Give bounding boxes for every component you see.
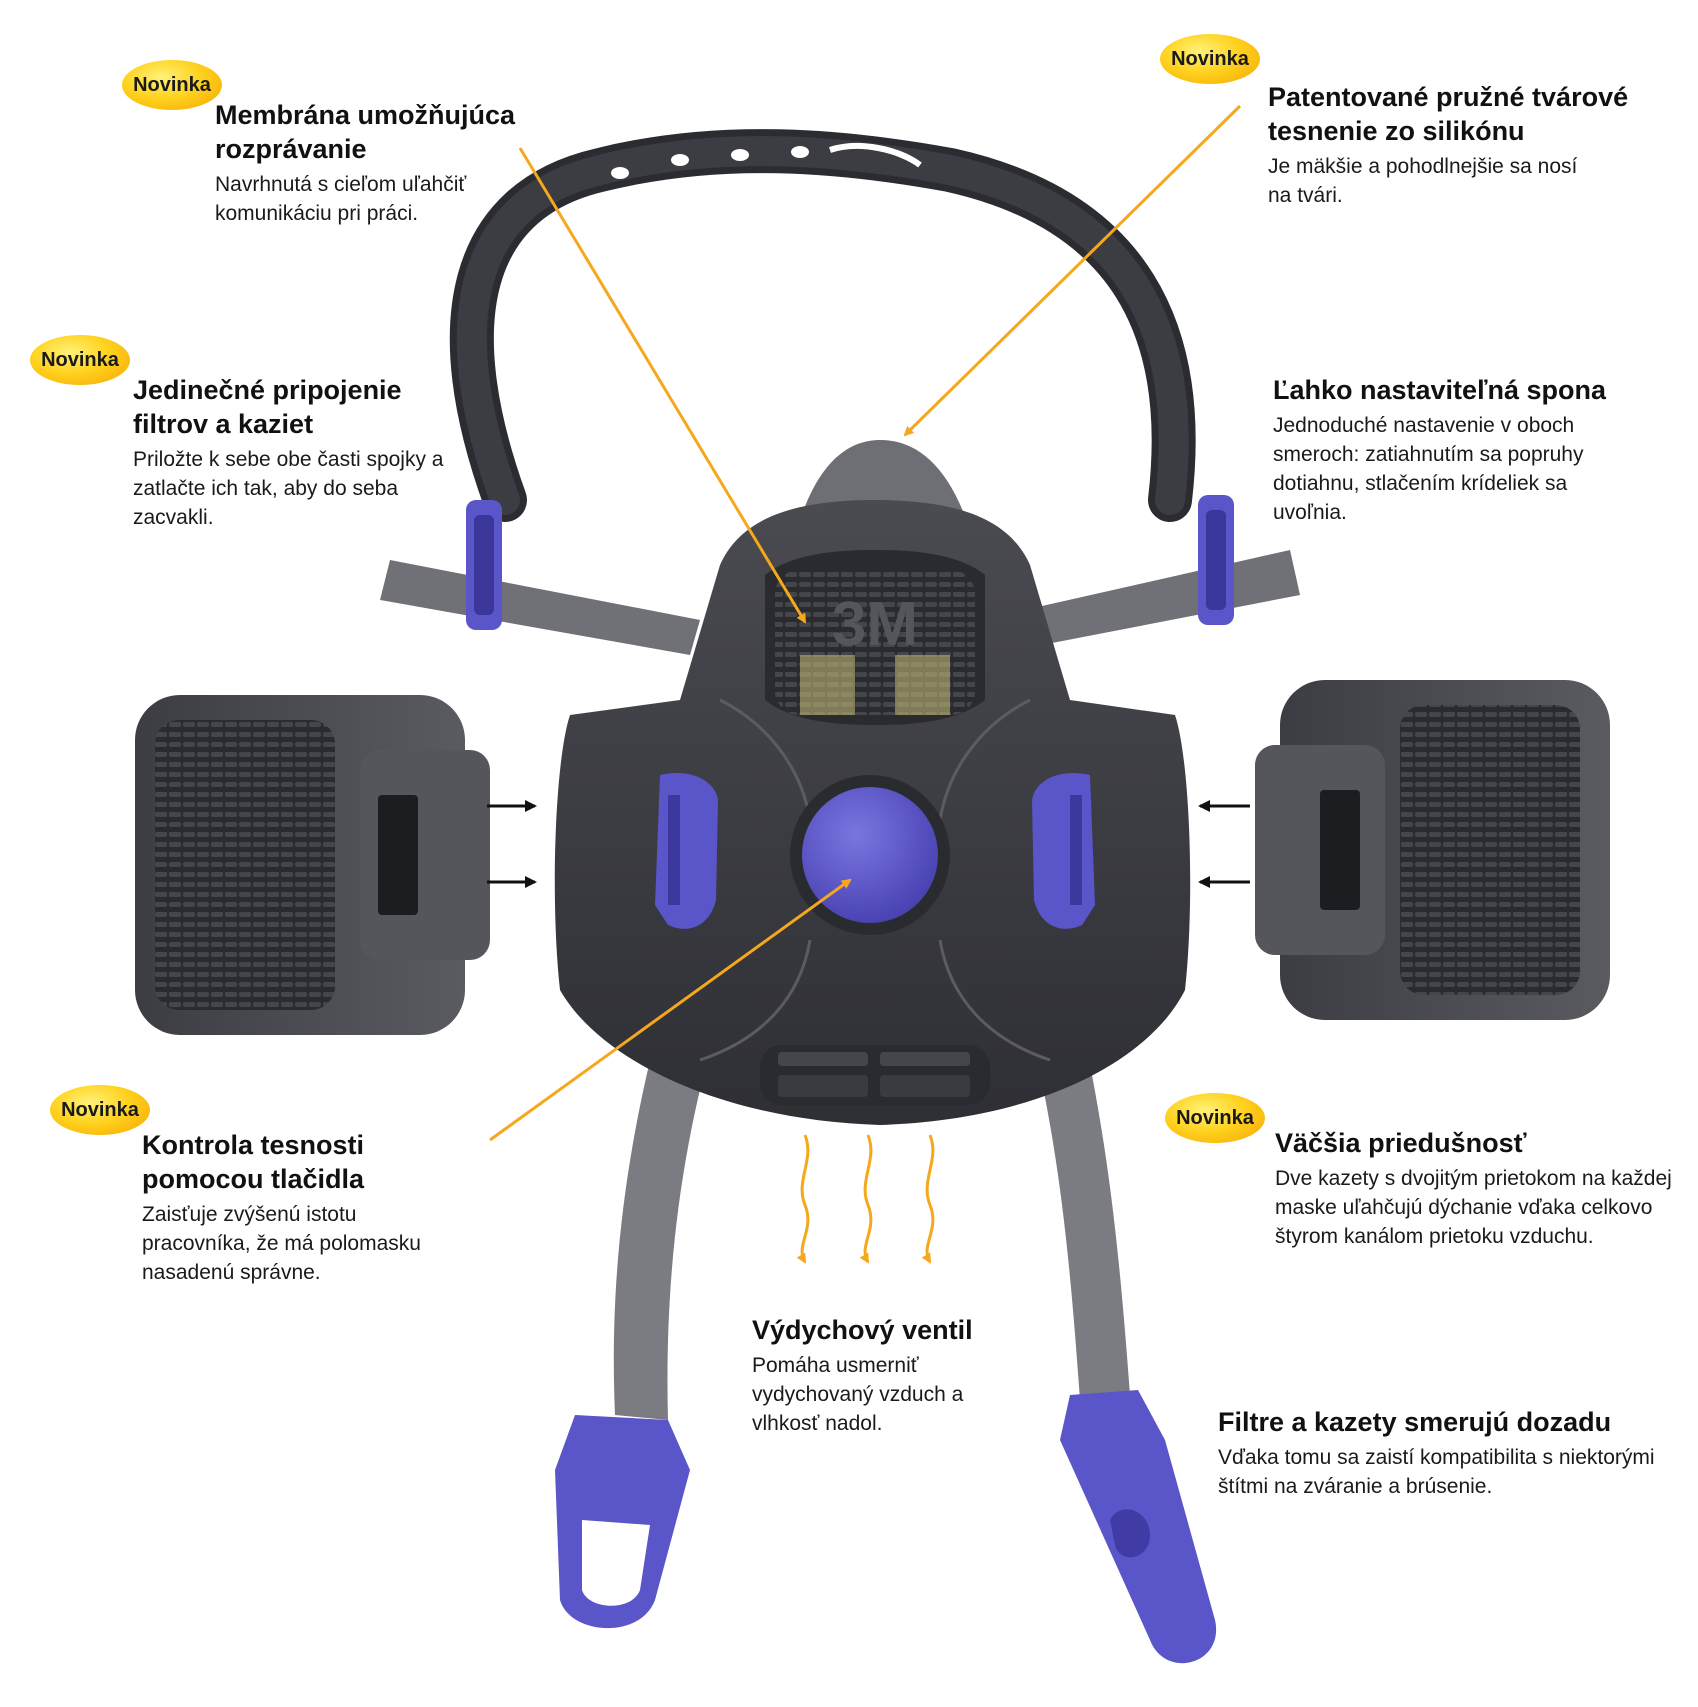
new-badge-silicone-seal: Novinka (1160, 34, 1260, 84)
lower-strap-left (613, 1040, 710, 1420)
callout-breathability: Väčšia priedušnosť Dve kazety s dvojitým… (1275, 1126, 1675, 1251)
callout-description: Je mäkšie a pohodlnejšie sa nosí na tvár… (1268, 155, 1578, 207)
arrow-seal-check (489, 878, 852, 1142)
callout-rear-facing-filters: Filtre a kazety smerujú dozadu Vďaka tom… (1218, 1405, 1678, 1501)
callout-description: Pomáha usmerniť vydychovaný vzduch a vlh… (752, 1354, 964, 1435)
buckle-right (1198, 495, 1234, 625)
arrow-diaphragm (518, 147, 807, 624)
callout-title: Jedinečné pripojenie filtrov a kaziet (133, 375, 402, 439)
new-badge-breathability: Novinka (1165, 1093, 1265, 1143)
lower-strap-right (1035, 1040, 1130, 1400)
callout-description: Priložte k sebe obe časti spojky a zatla… (133, 448, 444, 529)
arrow-face-seal (903, 104, 1242, 437)
callout-seal-check-button: Kontrola tesnosti pomocou tlačidla Zaisť… (142, 1128, 462, 1287)
callout-adjustable-buckle: Ľahko nastaviteľná spona Jednoduché nast… (1273, 373, 1673, 527)
cartridge-right (1255, 680, 1610, 1020)
side-tab-right (1032, 772, 1095, 929)
callout-description: Vďaka tomu sa zaistí kompatibilita s nie… (1218, 1446, 1655, 1498)
callout-title: Membrána umožňujúca rozprávanie (215, 100, 516, 164)
cartridge-left (135, 695, 490, 1035)
callout-speaking-diaphragm: Membrána umožňujúca rozprávanie Navrhnut… (215, 98, 565, 228)
callout-title: Kontrola tesnosti pomocou tlačidla (142, 1130, 365, 1194)
callout-title: Patentované pružné tvárové tesnenie zo s… (1268, 82, 1629, 146)
callout-description: Navrhnutá s cieľom uľahčiť komunikáciu p… (215, 173, 467, 225)
speaking-diaphragm-grille: 3M (765, 550, 985, 725)
callout-silicone-face-seal: Patentované pružné tvárové tesnenie zo s… (1268, 80, 1678, 210)
callout-title: Filtre a kazety smerujú dozadu (1218, 1407, 1612, 1437)
clip-left (555, 1415, 690, 1629)
callout-exhalation-valve: Výdychový ventil Pomáha usmerniť vydycho… (752, 1313, 1052, 1438)
side-tab-left (655, 772, 718, 929)
callout-description: Dve kazety s dvojitým prietokom na každe… (1275, 1167, 1672, 1248)
callout-description: Zaisťuje zvýšenú istotu pracovníka, že m… (142, 1203, 421, 1284)
callout-filter-attachment: Jedinečné pripojenie filtrov a kaziet Pr… (133, 373, 463, 532)
upper-strap-left (380, 560, 700, 655)
new-badge-seal-check: Novinka (50, 1085, 150, 1135)
buckle-left (466, 500, 502, 630)
callout-title: Ľahko nastaviteľná spona (1273, 375, 1606, 405)
new-badge-filter-attachment: Novinka (30, 335, 130, 385)
new-badge-speaking-diaphragm: Novinka (122, 60, 222, 110)
3m-logo: 3M (832, 590, 918, 659)
exhaled-airflow (796, 1134, 935, 1264)
callout-title: Výdychový ventil (752, 1315, 973, 1345)
callout-description: Jednoduché nastavenie v oboch smeroch: z… (1273, 414, 1584, 524)
clip-right (1060, 1390, 1217, 1664)
exhalation-valve (760, 1045, 990, 1105)
callout-title: Väčšia priedušnosť (1275, 1128, 1527, 1158)
